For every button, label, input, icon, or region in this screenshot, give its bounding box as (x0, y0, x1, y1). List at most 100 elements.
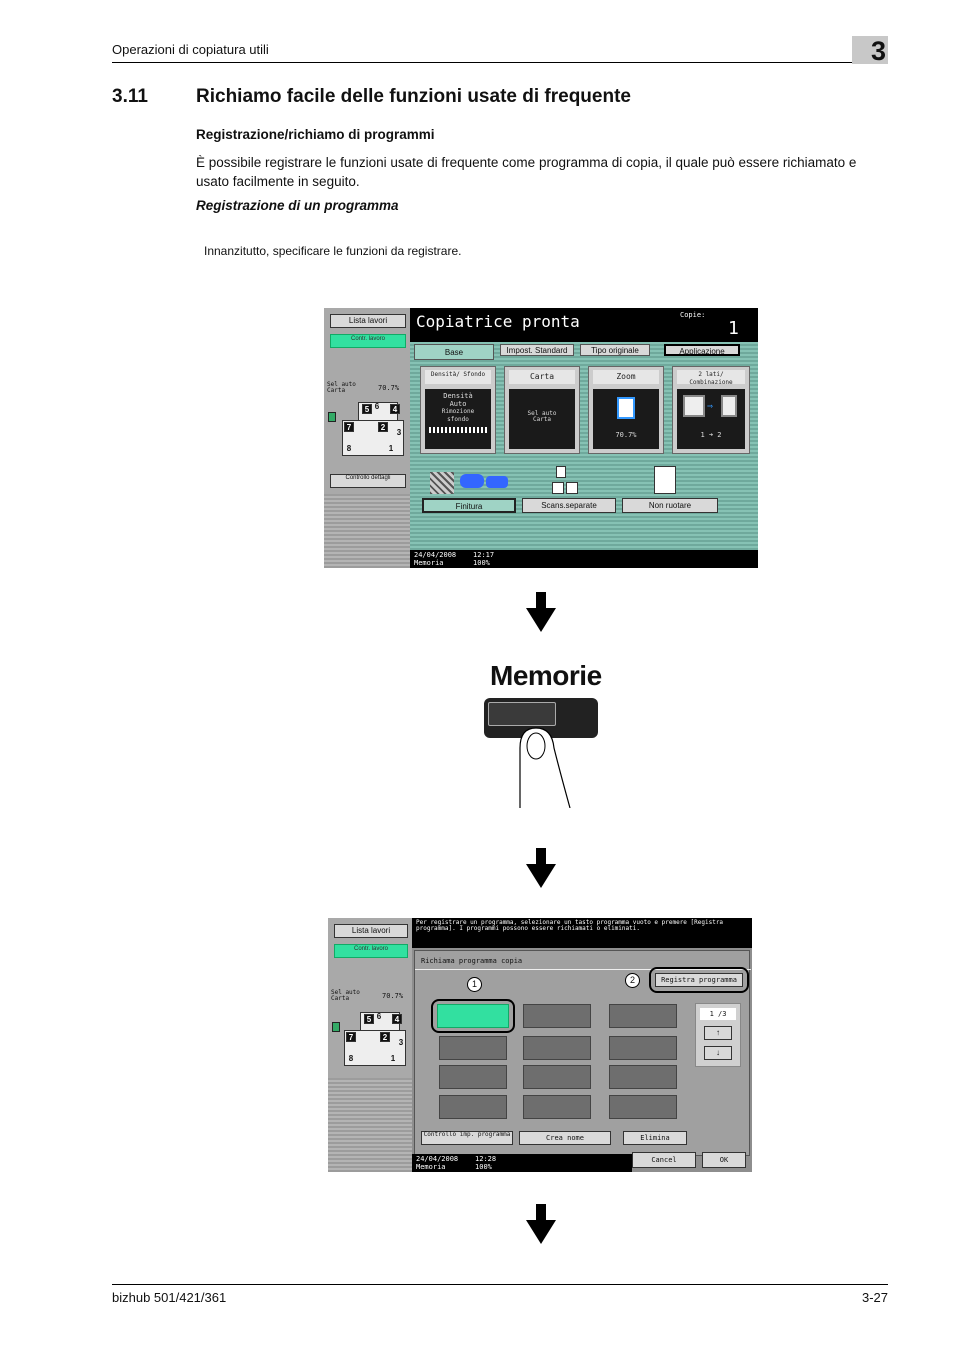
program-slot-3[interactable] (609, 1004, 677, 1028)
program-slot-2[interactable] (523, 1004, 591, 1028)
copier-screen-1: Lista lavori Contr. lavoro Sel auto Cart… (324, 308, 758, 568)
page-number-6: 6 (376, 1012, 382, 1021)
staple-graphic (430, 472, 454, 494)
cancel-button[interactable]: Cancel (632, 1152, 696, 1168)
job-list-button[interactable]: Lista lavori (330, 314, 406, 328)
finitura-button[interactable]: Finitura (422, 498, 516, 513)
page-number-4: 4 (392, 1014, 402, 1024)
panel-title: Richiama programma copia (421, 957, 523, 965)
procedure-heading: Registrazione di un programma (196, 198, 399, 213)
program-slot-5[interactable] (523, 1036, 591, 1060)
status-time: 12:17 (473, 551, 495, 559)
doc-graphic (556, 466, 566, 478)
page-up-button[interactable]: ↑ (704, 1026, 732, 1040)
callout-2: 2 (625, 973, 640, 988)
zoom-info: 70.7% (378, 384, 400, 392)
left-panel: Lista lavori Contr. lavoro Sel auto Cart… (324, 308, 410, 568)
zoom-info: 70.7% (382, 992, 404, 1000)
intro-text: Innanzitutto, specificare le funzioni da… (204, 244, 462, 258)
program-slot-11[interactable] (523, 1095, 591, 1119)
program-slot-12[interactable] (609, 1095, 677, 1119)
tile-header: 2 lati/ Combinazione (677, 370, 745, 386)
detail-check-button[interactable]: Controllo dettagli (330, 474, 406, 488)
program-slot-9[interactable] (609, 1065, 677, 1089)
tile-line: Auto (449, 400, 467, 408)
memory-key-label: Memorie (490, 660, 602, 691)
tile-body: Densità Auto Rimozione sfondo (425, 389, 491, 449)
left-panel-stripes (324, 494, 410, 568)
tab-tipo-originale[interactable]: Tipo originale (580, 344, 650, 356)
tab-base[interactable]: Base (414, 344, 494, 360)
tile-line: 1 ➜ 2 (700, 431, 722, 439)
zoom-icon (617, 397, 635, 419)
section-title: Richiamo facile delle funzioni usate di … (196, 86, 631, 107)
tile-carta[interactable]: Carta Sel auto Carta (504, 366, 580, 454)
doc-graphic (566, 482, 578, 494)
subheading: Registrazione/richiamo di programmi (196, 127, 435, 142)
tile-line: sfondo (447, 416, 469, 423)
doc-graphic (552, 482, 564, 494)
tab-applicazione[interactable]: Applicazione (664, 344, 740, 356)
section-number: 3.11 (112, 86, 148, 107)
copier-screen-2: Lista lavori Contr. lavoro Sel auto Cart… (328, 918, 752, 1172)
scans-separate-button[interactable]: Scans.separate (522, 498, 616, 513)
program-slot-8[interactable] (523, 1065, 591, 1089)
memory-key-button[interactable] (488, 702, 556, 726)
job-list-button[interactable]: Lista lavori (334, 924, 408, 938)
program-slot-4[interactable] (439, 1036, 507, 1060)
program-slot-1[interactable] (437, 1004, 509, 1028)
paper-info: Sel auto Carta (327, 381, 356, 394)
tile-body: ⇒ 1 ➜ 2 (677, 389, 745, 449)
status-bar: 24/04/2008 12:17 Memoria 100% (410, 550, 758, 568)
program-slot-10[interactable] (439, 1095, 507, 1119)
paper-info: Sel auto Carta (331, 989, 360, 1002)
no-rotate-icon (654, 466, 676, 494)
tile-line: 70.7% (615, 431, 637, 439)
left-panel: Lista lavori Contr. lavoro Sel auto Cart… (328, 918, 412, 1172)
program-slot-7[interactable] (439, 1065, 507, 1089)
arrow-right-icon: ⇒ (707, 401, 714, 412)
document-icon (332, 1022, 340, 1032)
main-panel: Base Impost. Standard Tipo originale App… (410, 342, 758, 550)
create-name-button[interactable]: Crea nome (519, 1131, 611, 1145)
punch-graphic (486, 476, 508, 488)
chapter-badge (852, 36, 888, 64)
tile-2lati[interactable]: 2 lati/ Combinazione ⇒ 1 ➜ 2 (672, 366, 750, 454)
program-slot-6[interactable] (609, 1036, 677, 1060)
ok-button[interactable]: OK (702, 1152, 746, 1168)
page-down-button[interactable]: ↓ (704, 1046, 732, 1060)
job-check-button[interactable]: Contr. lavoro (330, 334, 406, 348)
density-scale (429, 427, 487, 433)
footer-rule (112, 1284, 888, 1285)
tile-line: Densità (443, 392, 473, 400)
finishing-icon (430, 466, 516, 496)
tile-densita[interactable]: Densità/ Sfondo Densità Auto Rimozione s… (420, 366, 496, 454)
tab-impost-standard[interactable]: Impost. Standard (500, 344, 574, 356)
register-button-outline (649, 967, 749, 993)
finger-icon (519, 727, 571, 808)
page-number-8: 8 (348, 1054, 354, 1063)
register-program-button[interactable]: Registra programma (655, 973, 743, 987)
page-number-1: 1 (388, 444, 394, 453)
layout-sheet (342, 420, 404, 456)
page-navigator: 1 /3 ↑ ↓ (695, 1003, 741, 1067)
screen-title: Copiatrice pronta (416, 312, 580, 331)
page-number-8: 8 (346, 444, 352, 453)
page-number-3: 3 (396, 428, 402, 437)
status-time: 12:28 (475, 1155, 497, 1163)
page-layout-diagram: 5 6 4 7 2 3 8 1 (342, 402, 404, 458)
tile-header: Zoom (593, 370, 659, 384)
non-ruotare-button[interactable]: Non ruotare (622, 498, 718, 513)
tile-body: 70.7% (593, 389, 659, 449)
title-bar: Copiatrice pronta Copie: 1 (410, 308, 758, 342)
delete-button[interactable]: Elimina (623, 1131, 687, 1145)
tile-header: Densità/ Sfondo (425, 370, 491, 384)
footer-page-number: 3-27 (861, 1290, 888, 1305)
status-memory-value: 100% (473, 559, 490, 567)
copies-label: Copie: (680, 311, 706, 319)
page-number-4: 4 (390, 404, 400, 414)
job-check-button[interactable]: Contr. lavoro (334, 944, 408, 958)
status-memory-value: 100% (475, 1163, 492, 1171)
tile-zoom[interactable]: Zoom 70.7% (588, 366, 664, 454)
check-program-button[interactable]: Controllo imp. programma (421, 1131, 513, 1145)
